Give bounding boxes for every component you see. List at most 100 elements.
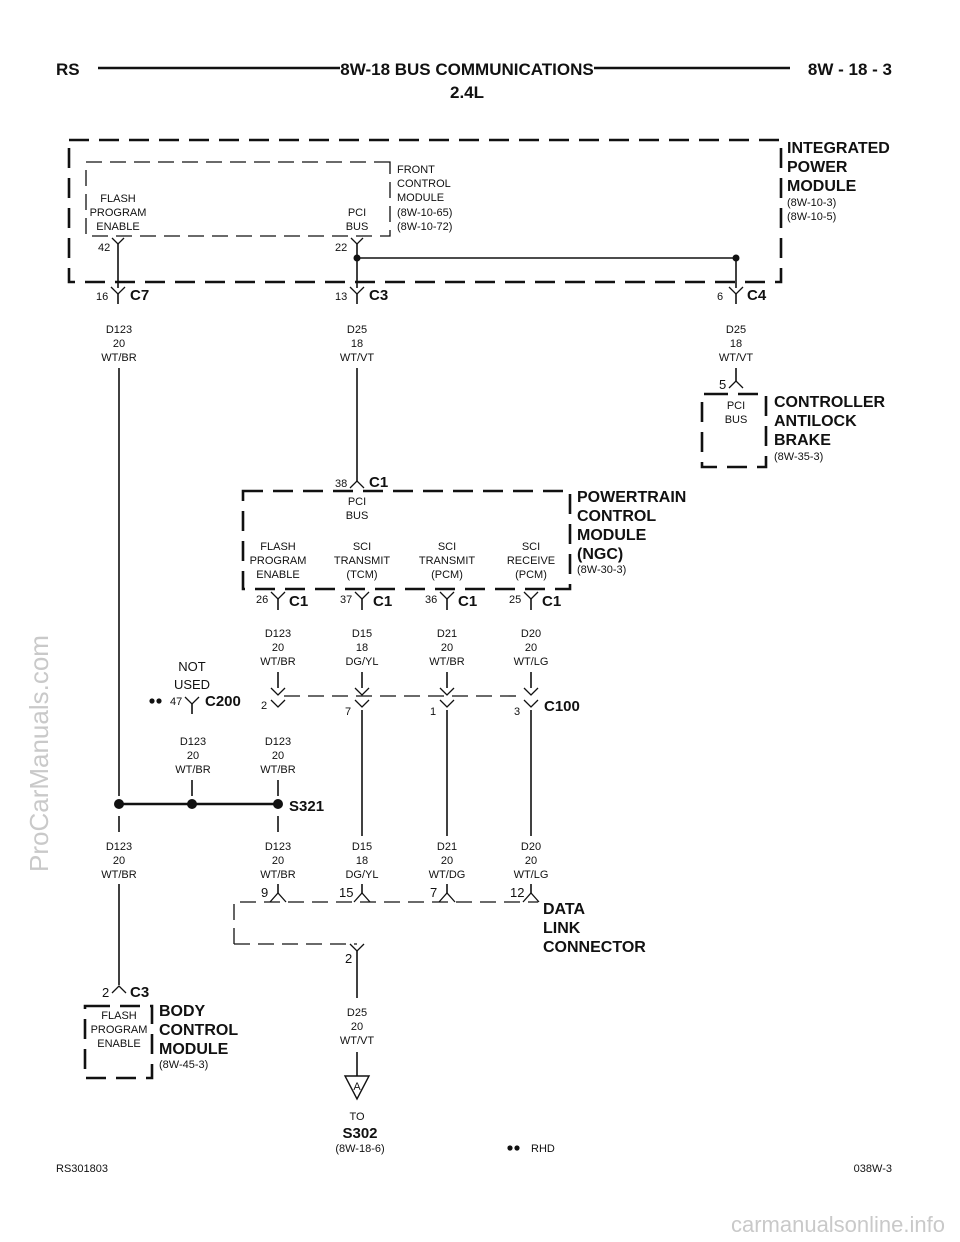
c4-pin: 6 (717, 291, 723, 303)
bcm-label-2: PROGRAM (91, 1024, 148, 1036)
rhd-dot-1 (149, 698, 155, 704)
pcm-wire2-2: 18 (356, 642, 368, 654)
pcm-wire2-3: DG/YL (345, 656, 378, 668)
lower-wire3-3: DG/YL (345, 869, 378, 881)
dlc-wire-2: 20 (351, 1021, 363, 1033)
cab-name-3: BRAKE (774, 432, 831, 449)
fcm-name-3: MODULE (397, 192, 444, 204)
ipm-ref-1: (8W-10-3) (787, 197, 836, 209)
ipm-name-2: POWER (787, 159, 848, 176)
wire-top-left-3: WT/BR (101, 352, 136, 364)
pcm-name-3: MODULE (577, 527, 647, 544)
fcm-pci-label-1: PCI (348, 207, 366, 219)
header-subtitle: 2.4L (450, 83, 484, 102)
watermark-side: ProCarManuals.com (24, 635, 54, 872)
cab-box (700, 392, 768, 469)
c200-terminal (184, 696, 200, 705)
pcm-fn4-label-3: (PCM) (515, 569, 547, 581)
c200-pin: 47 (170, 696, 182, 708)
fcm-terminal-pci (350, 237, 364, 245)
pcm-fn1-terminal (270, 591, 286, 600)
pcm-name-2: CONTROL (577, 508, 656, 525)
fcm-ref-1: (8W-10-65) (397, 207, 452, 219)
wire-top-mid-2: 18 (351, 338, 363, 350)
pcm-fn4-label-1: SCI (522, 541, 540, 553)
s321-node-mid (187, 799, 197, 809)
lower-wire4-3: WT/DG (429, 869, 466, 881)
fcm-pci-label-2: BUS (346, 221, 369, 233)
pcm-wire1-1: D123 (265, 628, 291, 640)
wire-top-left-2: 20 (113, 338, 125, 350)
pcm-fn1-label-1: FLASH (260, 541, 296, 553)
dlc-term-12 (522, 892, 540, 903)
c3-name: C3 (369, 287, 388, 304)
pcm-wire4-3: WT/LG (514, 656, 549, 668)
fcm-pin-42: 42 (98, 242, 110, 254)
lower-wire2-3: WT/BR (260, 869, 295, 881)
lower-wire1-1: D123 (106, 841, 132, 853)
pcm-fn2-terminal (354, 591, 370, 600)
lower-wire3-2: 18 (356, 855, 368, 867)
c100-pin-1: 1 (430, 706, 436, 718)
wire-top-left-1: D123 (106, 324, 132, 336)
pcm-fn4-label-2: RECEIVE (507, 555, 555, 567)
c200-note-2: USED (174, 677, 210, 692)
c100-term1-b (270, 699, 286, 708)
dlc-wire-1: D25 (347, 1007, 367, 1019)
pcm-fn2-label-2: TRANSMIT (334, 555, 391, 567)
c100-below-wire-3: WT/BR (260, 764, 295, 776)
bcm-name-1: BODY (159, 1003, 206, 1020)
pcm-fn3-label-2: TRANSMIT (419, 555, 476, 567)
header-left: RS (56, 60, 80, 79)
pcm-fn2-conn: C1 (373, 593, 392, 610)
bcm-pin: 2 (102, 985, 109, 1000)
ipm-ref-2: (8W-10-5) (787, 211, 836, 223)
s302-to: TO (349, 1111, 365, 1123)
lower-wire1-2: 20 (113, 855, 125, 867)
lower-wire5-3: WT/LG (514, 869, 549, 881)
c200-wire-3: WT/BR (175, 764, 210, 776)
pcm-fn3-conn: C1 (458, 593, 477, 610)
c100-term2-b (354, 699, 370, 708)
cab-pin: 5 (719, 377, 726, 392)
bcm-conn: C3 (130, 984, 149, 1001)
pcm-top-terminal (349, 480, 365, 489)
dlc-pin-15: 15 (339, 885, 353, 900)
c4-terminal (728, 286, 744, 295)
fcm-terminal-flash (111, 237, 125, 245)
pcm-wire1-3: WT/BR (260, 656, 295, 668)
c7-pin: 16 (96, 291, 108, 303)
c100-term4-b (523, 699, 539, 708)
pcm-name-4: (NGC) (577, 546, 623, 563)
fcm-name-2: CONTROL (397, 178, 451, 190)
dlc-name-3: CONNECTOR (543, 939, 646, 956)
footer-left: RS301803 (56, 1163, 108, 1175)
bcm-name-2: CONTROL (159, 1022, 238, 1039)
lower-wire3-1: D15 (352, 841, 372, 853)
s302-marker-letter: A (353, 1081, 361, 1093)
fcm-flash-label-3: ENABLE (96, 221, 139, 233)
c200-wire-2: 20 (187, 750, 199, 762)
pcm-fn4-pin: 25 (509, 594, 521, 606)
pcm-fn1-pin: 26 (256, 594, 268, 606)
pcm-wire3-3: WT/BR (429, 656, 464, 668)
c100-term3-a (439, 687, 455, 696)
c100-below-wire-1: D123 (265, 736, 291, 748)
header-title: 8W-18 BUS COMMUNICATIONS (340, 60, 593, 79)
cab-name-2: ANTILOCK (774, 413, 857, 430)
dlc-term-2 (349, 943, 365, 952)
pcm-fn3-pin: 36 (425, 594, 437, 606)
bcm-name-3: MODULE (159, 1041, 229, 1058)
dlc-term-9 (269, 892, 287, 903)
wire-top-mid-1: D25 (347, 324, 367, 336)
wire-top-right-2: 18 (730, 338, 742, 350)
wire-top-mid-3: WT/VT (340, 352, 374, 364)
s321-node-left (114, 799, 124, 809)
dlc-name-1: DATA (543, 901, 586, 918)
pcm-fn3-terminal (439, 591, 455, 600)
pcm-wire3-1: D21 (437, 628, 457, 640)
s321-name: S321 (289, 798, 324, 815)
ipm-name-3: MODULE (787, 178, 857, 195)
c100-name: C100 (544, 698, 580, 715)
